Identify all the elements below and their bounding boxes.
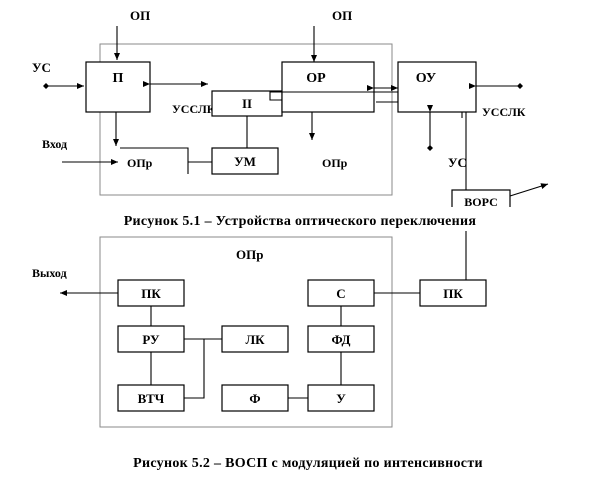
block-ru [117,325,185,353]
caption-5-1: Рисунок 5.1 – Устройства оптического пер… [124,214,477,229]
figure-5-2: ОПр Выход ПК РУ ВТЧ ЛК Ф С ФД [32,231,487,471]
block-ru-label: РУ [142,332,160,347]
block-fd [307,325,375,353]
block-u-label: У [336,391,346,406]
vhod-label: Вход [42,137,67,151]
block-lk-label: ЛК [245,332,265,347]
block-vtch-label: ВТЧ [138,391,165,406]
block-um-label: УМ [234,154,256,169]
ii-ou-loop [269,91,399,103]
vtch-loop [184,339,205,399]
block-ou-label: ОУ [416,71,436,86]
fig2-title: ОПр [236,247,263,262]
block-pk-left [117,279,185,307]
block-or-label: ОР [306,71,326,86]
us-left-label: УС [32,60,51,75]
vors-out-arrow [509,183,549,197]
fig2-frame [99,236,393,428]
block-pk-right [419,279,487,307]
block-fd-label: ФД [332,332,351,347]
block-p [85,61,151,113]
caption-5-1-bg [20,207,590,231]
block-p-label: П [113,71,124,86]
block-or [281,61,375,113]
vyhod-label: Выход [32,266,67,280]
block-pk-right-label: ПК [443,286,463,301]
block-s-label: С [336,286,345,301]
ussl-left-label: УССЛК [172,102,216,116]
opr-out-label: ОПр [322,156,348,170]
op-left-label: ОП [130,8,150,23]
block-u [307,384,375,412]
caption-5-2: Рисунок 5.2 – ВОСП с модуляцией по интен… [133,456,483,471]
block-ii [211,90,283,117]
ussl-right-label: УССЛК [482,105,526,119]
block-um [211,147,279,175]
block-opr-label: ОПр [127,156,153,170]
figure-5-1: ОП ОП УС П УССЛК II ОР ОУ УССЛК УС [20,8,590,231]
fig1-frame [99,43,393,196]
block-vors-label: ВОРС [464,195,497,209]
op-right-label: ОП [332,8,352,23]
block-opr-frame [120,147,189,174]
block-pk-left-label: ПК [141,286,161,301]
block-vtch [117,384,185,412]
block-ou [397,61,477,113]
block-ii-label: II [242,96,252,111]
block-lk [221,325,289,353]
us-bottom-label: УС [448,155,467,170]
block-f-label: Ф [249,391,260,406]
